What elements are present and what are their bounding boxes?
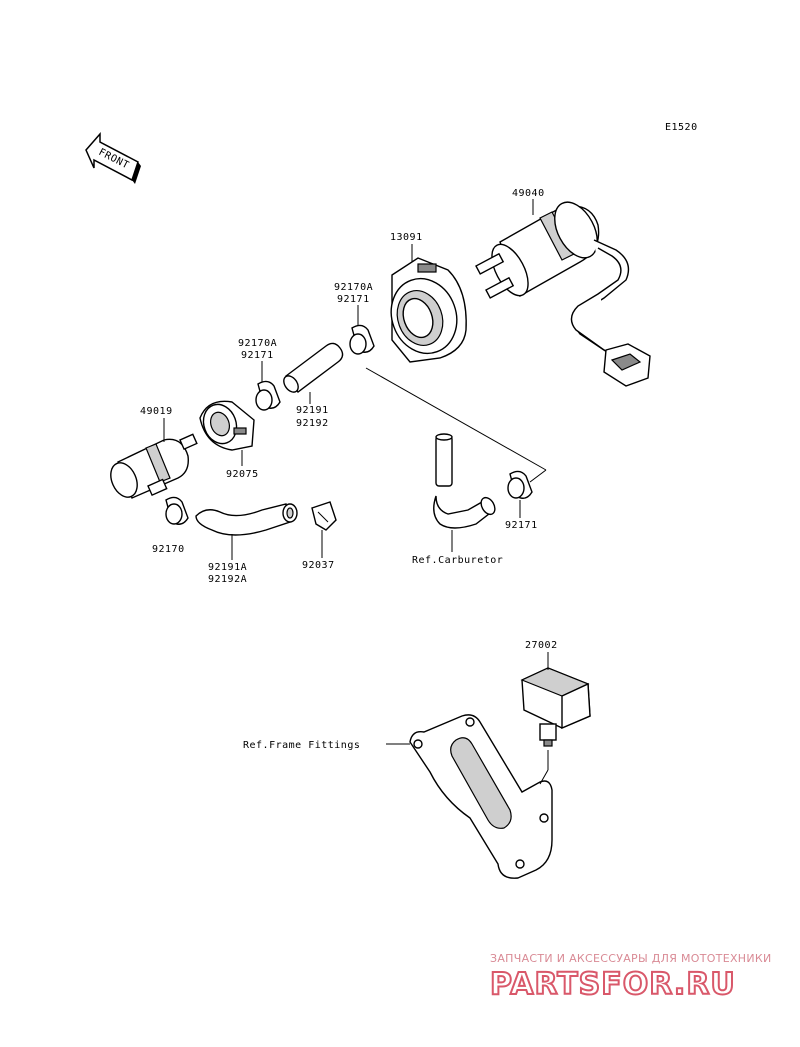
carburetor-hose <box>433 433 496 529</box>
label-92191A: 92191A <box>208 562 247 573</box>
clamp-92170A-top <box>349 324 375 355</box>
label-92037: 92037 <box>302 560 335 571</box>
diagram-code: E1520 <box>665 122 698 133</box>
relay-27002 <box>520 667 591 747</box>
label-92192A: 92192A <box>208 574 247 585</box>
hose-92191A <box>195 503 298 536</box>
label-13091: 13091 <box>390 232 423 243</box>
label-92171-top: 92171 <box>337 294 370 305</box>
label-49019: 49019 <box>140 406 173 417</box>
fuel-filter-49019 <box>110 433 198 499</box>
label-92170: 92170 <box>152 544 185 555</box>
label-92171-mid: 92171 <box>241 350 274 361</box>
fuel-pump-49040 <box>475 201 651 387</box>
label-92171-right: 92171 <box>505 520 538 531</box>
clip-92037 <box>311 501 337 531</box>
frame-fitting-bracket <box>409 714 553 879</box>
clamp-92170 <box>165 496 189 525</box>
label-92192: 92192 <box>296 418 329 429</box>
label-92170A-top: 92170A <box>334 282 373 293</box>
label-49040: 49040 <box>512 188 545 199</box>
hose-92191 <box>283 342 344 393</box>
label-ref-carburetor: Ref.Carburetor <box>412 555 503 566</box>
label-92191: 92191 <box>296 405 329 416</box>
clamp-92170A-mid <box>255 380 281 411</box>
bracket-13091 <box>390 257 467 363</box>
watermark-tagline: ЗАПЧАСТИ И АКСЕССУАРЫ ДЛЯ МОТОТЕХНИКИ <box>490 952 772 965</box>
front-arrow-icon: FRONT <box>85 132 141 184</box>
label-27002: 27002 <box>525 640 558 651</box>
watermark-site: PARTSFOR.RU <box>490 967 736 1002</box>
label-ref-frame-fittings: Ref.Frame Fittings <box>243 740 360 751</box>
label-92170A-mid: 92170A <box>238 338 277 349</box>
clamp-92171-right <box>507 470 533 499</box>
grommet-92075 <box>199 400 255 451</box>
label-92075: 92075 <box>226 469 259 480</box>
